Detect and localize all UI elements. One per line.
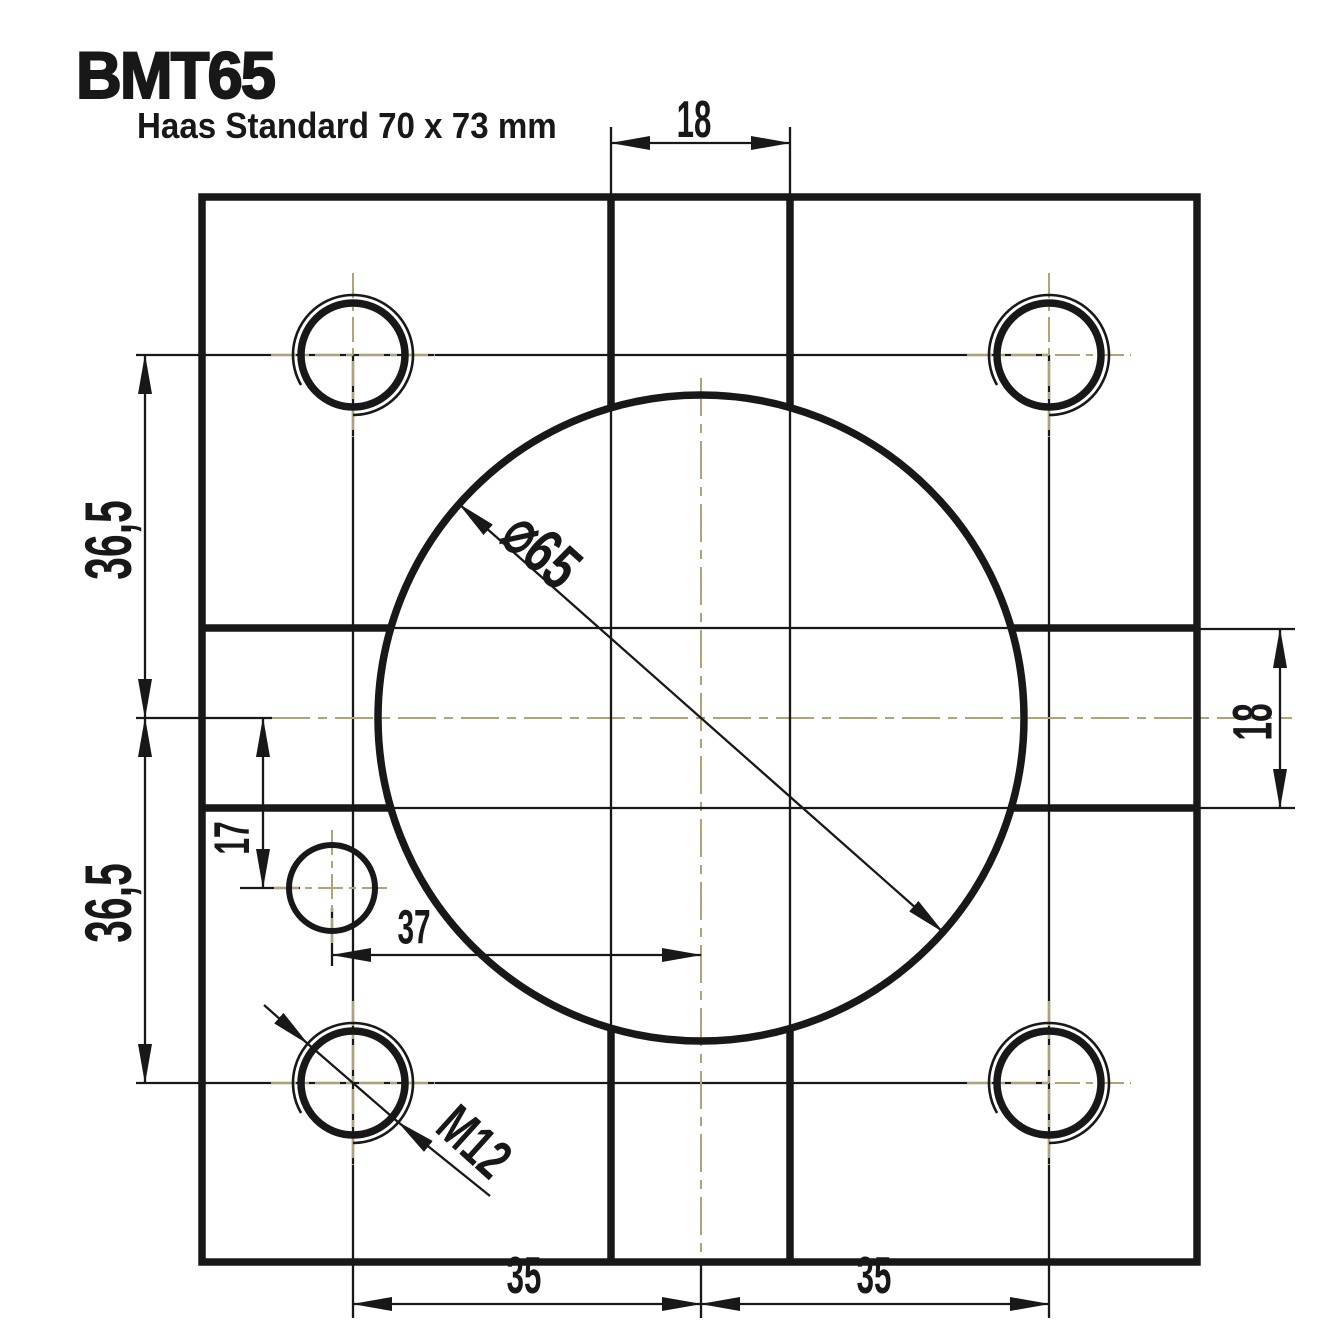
centerlines: [271, 273, 1292, 1260]
thread-arc: [987, 293, 1111, 417]
thread-arc: [291, 293, 415, 417]
dim-small-hole-x-offset-label: 37: [397, 902, 430, 955]
center-bore-circle: [374, 391, 1028, 1045]
dim-lower-left-height-label: 36,5: [71, 863, 146, 943]
thread-leader-upper: [263, 1004, 309, 1045]
dim-right-slot-height-label: 18: [1220, 703, 1283, 740]
hole-top-right: [993, 299, 1105, 411]
thread-callout-label: M12: [425, 1093, 524, 1191]
dimension-lines: [138, 136, 1287, 1311]
page-title: BMT65: [75, 38, 277, 112]
thread-leader-lower: [397, 1121, 491, 1197]
dim-bottom-right-spacing-label: 35: [857, 1247, 892, 1305]
hole-top-left: [297, 299, 409, 411]
hole-bottom-left: [297, 1027, 409, 1139]
hole-small-middle: [286, 842, 378, 934]
dim-bottom-left-spacing-label: 35: [507, 1247, 542, 1305]
page-subtitle: Haas Standard 70 x 73 mm: [137, 105, 557, 146]
plate: [198, 193, 1201, 1266]
dim-line-bore-diameter: [458, 503, 944, 933]
dim-center-bore-diameter-label: ⌀65: [489, 497, 595, 603]
dim-upper-left-height-label: 36,5: [71, 500, 146, 580]
thread-arc: [987, 1021, 1111, 1145]
dim-top-slot-width-label: 18: [677, 91, 712, 149]
plate-outline: [198, 193, 1201, 1266]
dim-small-hole-y-offset-label: 17: [204, 821, 260, 854]
mounting-holes: [286, 293, 1111, 1145]
thread-arc: [291, 1021, 415, 1145]
hole-bottom-right: [993, 1027, 1105, 1139]
thread-leader-middle: [307, 1043, 399, 1123]
extension-lines: [136, 127, 1295, 1318]
